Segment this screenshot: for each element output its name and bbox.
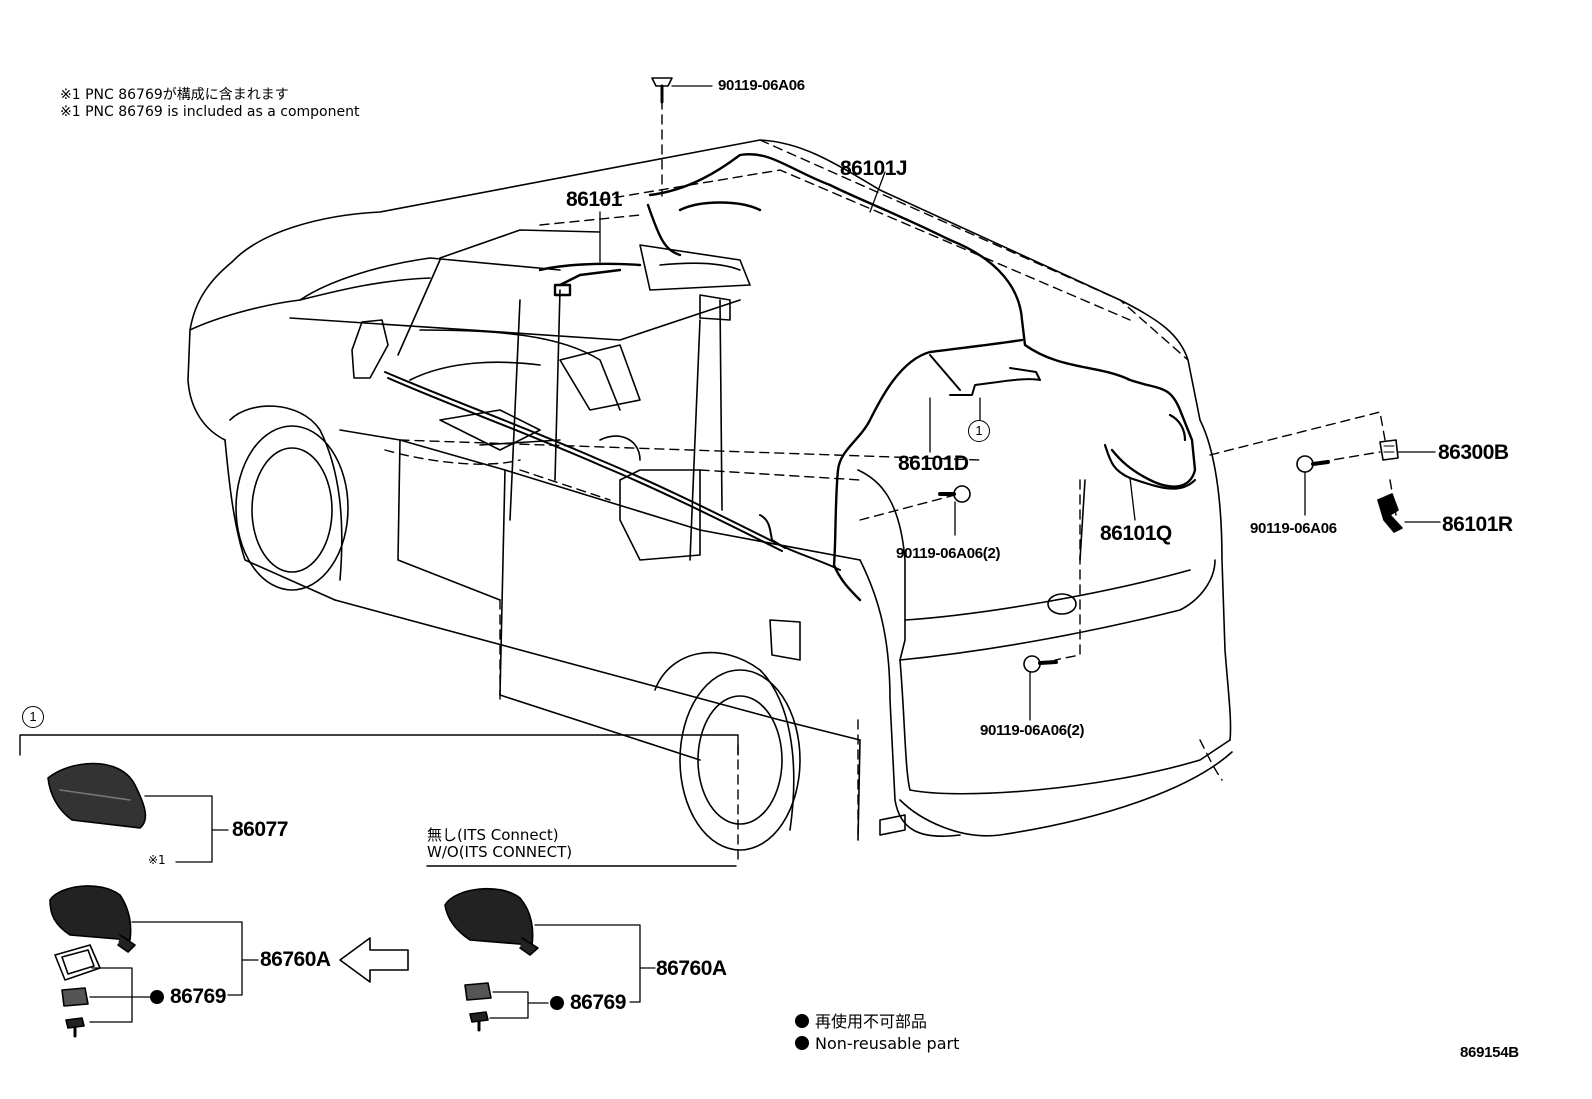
variant-jp: 無し(ITS Connect) <box>427 826 559 844</box>
label-86769-right: 86769 <box>570 991 626 1014</box>
detail-box-frame <box>19 734 739 867</box>
right-bolt-icon <box>1296 455 1330 473</box>
screw-left-icon <box>65 1017 85 1038</box>
leader-86769-left <box>89 967 151 1023</box>
leader-86760a-left <box>131 921 259 996</box>
callout-86769-left[interactable]: 86769 <box>150 985 226 1009</box>
nonreusable-dot-icon <box>150 990 164 1004</box>
callout-bolt-mid[interactable]: 90119-06A06(2) <box>896 545 1001 562</box>
legend-en-text: Non-reusable part <box>815 1034 960 1053</box>
callout-top-bolt[interactable]: 90119-06A06 <box>718 77 805 94</box>
gasket-icon <box>54 944 101 981</box>
leader-86769-right <box>489 991 549 1019</box>
top-bolt-icon <box>651 77 673 104</box>
dashed-lines <box>384 99 1397 861</box>
connector-86101r-icon <box>1377 493 1403 533</box>
callout-86300b[interactable]: 86300B <box>1438 441 1509 464</box>
mid-bolt-icon <box>938 485 971 503</box>
leader-86077 <box>144 795 229 863</box>
antenna-86077-icon <box>47 762 147 829</box>
harness-86101j-wire <box>646 153 1197 602</box>
bottom-bolt-icon <box>1023 655 1058 673</box>
screw-right-icon <box>469 1011 489 1032</box>
nut-left-icon <box>61 987 89 1007</box>
circle-ref-label: 1 <box>968 420 990 442</box>
callout-bolt-right[interactable]: 90119-06A06 <box>1250 520 1337 537</box>
label-86769-left: 86769 <box>170 985 226 1008</box>
antenna-86760a-right-icon <box>444 887 539 956</box>
vehicle-body-outline <box>187 139 1233 851</box>
note-en: ※1 PNC 86769 is included as a component <box>60 104 360 120</box>
callout-86077[interactable]: 86077 <box>232 818 288 841</box>
callout-bolt-bottom[interactable]: 90119-06A06(2) <box>980 722 1085 739</box>
legend-dot-icon <box>795 1036 809 1050</box>
body-side-wire <box>384 371 841 571</box>
detail-circle-label: 1 <box>22 706 44 728</box>
legend-jp-text: 再使用不可部品 <box>815 1012 928 1031</box>
callout-86760a-right[interactable]: 86760A <box>656 957 727 980</box>
variant-en: W/O(ITS CONNECT) <box>427 843 573 861</box>
harness-86101q-wire <box>1103 413 1197 490</box>
connector-86300b-icon <box>1379 439 1399 461</box>
callout-86101q[interactable]: 86101Q <box>1100 522 1172 545</box>
circle-ref-marker[interactable]: 1 <box>968 420 990 442</box>
callout-86101d[interactable]: 86101D <box>898 452 969 475</box>
callout-86101[interactable]: 86101 <box>566 188 622 211</box>
legend-dot-icon <box>795 1014 809 1028</box>
leader-lines <box>599 85 1441 721</box>
figure-id: 869154B <box>1460 1044 1519 1061</box>
arrow-left-icon <box>339 937 409 983</box>
nut-right-icon <box>464 982 492 1001</box>
antenna-86760a-left-icon <box>49 885 136 953</box>
callout-86101j[interactable]: 86101J <box>840 157 908 180</box>
leader-86760a-right <box>534 924 656 1003</box>
nonreusable-dot-icon <box>550 996 564 1010</box>
harness-86101-wire <box>538 262 642 297</box>
legend-en: Non-reusable part <box>795 1034 959 1053</box>
callout-86769-right[interactable]: 86769 <box>550 991 626 1015</box>
star-note: ※1 <box>148 853 166 867</box>
legend-jp: 再使用不可部品 <box>795 1008 927 1032</box>
detail-circle-ref: 1 <box>22 706 44 728</box>
callout-86101r[interactable]: 86101R <box>1442 513 1513 536</box>
callout-86760a-left[interactable]: 86760A <box>260 948 331 971</box>
note-jp: ※1 PNC 86769が構成に含まれます <box>60 87 289 103</box>
